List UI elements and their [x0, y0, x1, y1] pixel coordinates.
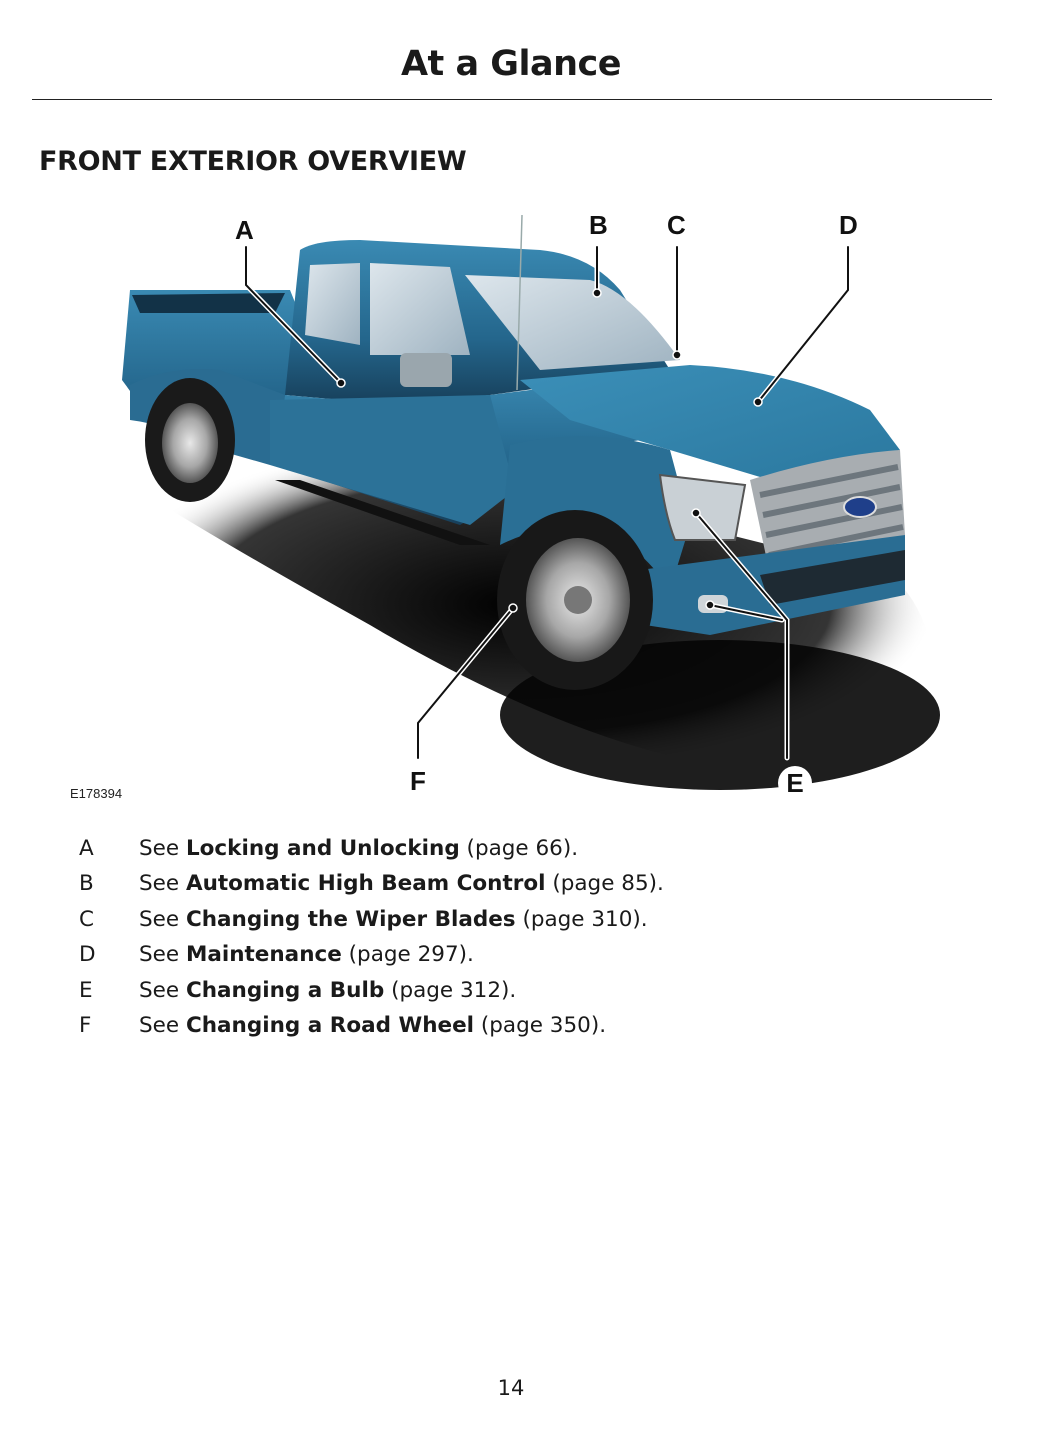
- legend-item: C See Changing the Wiper Blades (page 31…: [78, 907, 664, 942]
- callout-leader-lines: [243, 244, 851, 761]
- header-divider: [32, 99, 992, 100]
- callout-b: B: [589, 210, 608, 240]
- legend-letter: A: [79, 836, 94, 861]
- callout-d: D: [839, 210, 858, 240]
- legend-link[interactable]: Maintenance: [185, 942, 342, 968]
- ford-logo: [843, 496, 877, 518]
- rear-rim: [162, 403, 218, 483]
- callout-legend: A See Locking and Unlocking (page 66). B…: [78, 836, 664, 1048]
- callout-e: E: [778, 766, 812, 800]
- legend-item: A See Locking and Unlocking (page 66).: [78, 836, 664, 871]
- page-header-title: At a Glance: [400, 44, 622, 84]
- antenna: [516, 214, 523, 391]
- section-title: FRONT EXTERIOR OVERVIEW: [39, 146, 467, 177]
- headlight: [658, 473, 747, 541]
- legend-page-ref: (page 350).: [474, 1012, 607, 1038]
- legend-letter: B: [79, 871, 94, 897]
- callout-c: C: [667, 210, 686, 240]
- legend-prefix: See: [139, 906, 186, 932]
- callout-a: A: [235, 215, 254, 245]
- legend-item: D See Maintenance (page 297).: [78, 942, 664, 977]
- rear-window: [305, 263, 360, 345]
- legend-link[interactable]: Automatic High Beam Control: [185, 871, 546, 897]
- windshield: [465, 275, 680, 370]
- legend-page-ref: (page 310).: [515, 906, 648, 932]
- legend-prefix: See: [139, 1012, 186, 1038]
- legend-letter: E: [79, 977, 93, 1003]
- legend-letter: F: [79, 1012, 92, 1038]
- legend-letter: D: [79, 942, 96, 968]
- callout-f: F: [410, 766, 426, 796]
- legend-item: B See Automatic High Beam Control (page …: [78, 871, 664, 906]
- legend-page-ref: (page 85).: [545, 871, 664, 897]
- truck-front-exterior-illustration: A B C D E F: [70, 195, 950, 805]
- legend-item: F See Changing a Road Wheel (page 350).: [78, 1013, 664, 1048]
- legend-link[interactable]: Changing a Bulb: [185, 977, 385, 1003]
- truck-illustration-svg: [100, 214, 940, 790]
- legend-prefix: See: [139, 977, 186, 1003]
- legend-page-ref: (page 297).: [341, 942, 474, 968]
- legend-page-ref: (page 312).: [384, 977, 517, 1003]
- legend-prefix: See: [139, 871, 186, 897]
- front-side-window: [370, 263, 470, 355]
- legend-page-ref: (page 66).: [459, 836, 579, 861]
- legend-link[interactable]: Locking and Unlocking: [185, 836, 460, 861]
- legend-prefix: See: [139, 836, 186, 861]
- legend-letter: C: [79, 906, 95, 932]
- hood: [520, 365, 900, 480]
- side-mirror: [400, 353, 452, 387]
- legend-prefix: See: [139, 942, 186, 968]
- figure-id: E178394: [70, 786, 123, 801]
- legend-link[interactable]: Changing the Wiper Blades: [185, 906, 516, 932]
- legend-link[interactable]: Changing a Road Wheel: [185, 1012, 475, 1038]
- running-board: [275, 480, 490, 545]
- page-number: 14: [497, 1376, 525, 1400]
- legend-item: E See Changing a Bulb (page 312).: [78, 978, 664, 1013]
